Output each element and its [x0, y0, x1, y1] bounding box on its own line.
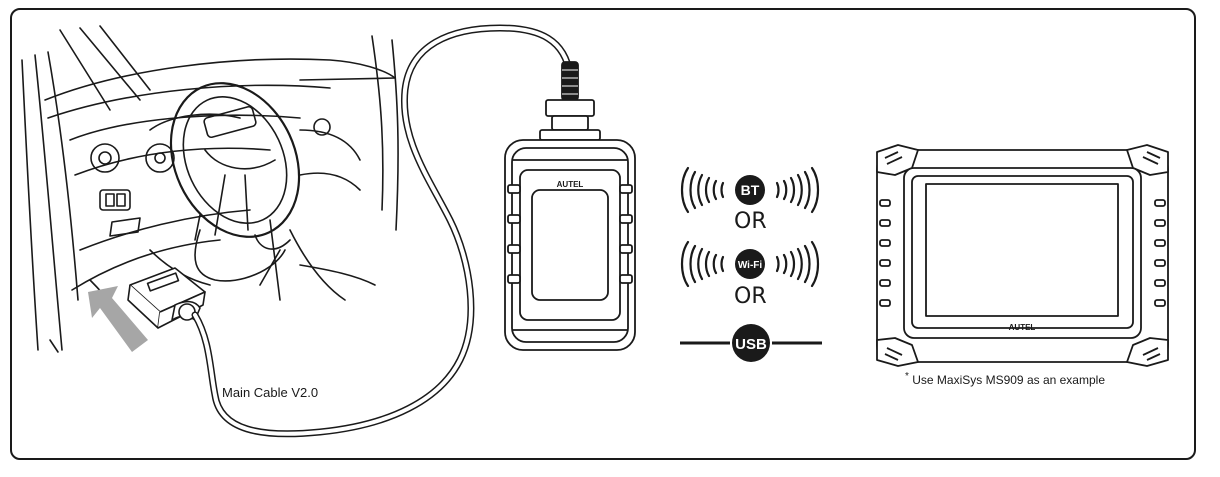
or-separator-1: OR	[734, 209, 767, 234]
wifi-option	[680, 240, 820, 288]
cable-label: Main Cable V2.0	[222, 385, 319, 400]
bt-badge-icon	[735, 175, 765, 205]
main-cable	[191, 24, 574, 438]
insert-arrow-icon	[88, 286, 148, 352]
wifi-badge-label: Wi-Fi	[738, 260, 763, 271]
vci-device	[504, 61, 636, 351]
obd-connector	[127, 267, 206, 329]
usb-option	[680, 324, 822, 362]
usb-badge-label: USB	[735, 336, 767, 353]
wifi-badge-icon	[735, 249, 765, 279]
bt-badge-label: BT	[741, 182, 760, 198]
tablet-device	[876, 144, 1169, 367]
tablet-footnote: * Use MaxiSys MS909 as an example	[905, 371, 1105, 387]
footnote-text: Use MaxiSys MS909 as an example	[908, 373, 1105, 387]
or-separator-2: OR	[734, 284, 767, 309]
vci-brand-logo: AUTEL	[557, 180, 584, 189]
tablet-brand-logo: AUTEL	[1009, 323, 1036, 332]
usb-badge-icon	[732, 324, 770, 362]
car-interior-illustration	[21, 25, 399, 353]
bluetooth-option	[680, 166, 820, 214]
footnote-asterisk: *	[905, 371, 909, 382]
